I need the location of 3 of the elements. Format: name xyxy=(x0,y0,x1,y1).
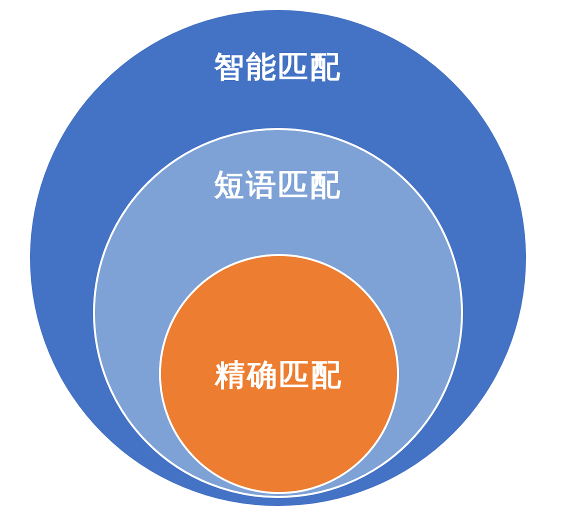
circle-label: 智能匹配 xyxy=(212,50,343,86)
circle-label: 精确匹配 xyxy=(214,358,344,394)
circle-label: 短语匹配 xyxy=(212,168,343,204)
